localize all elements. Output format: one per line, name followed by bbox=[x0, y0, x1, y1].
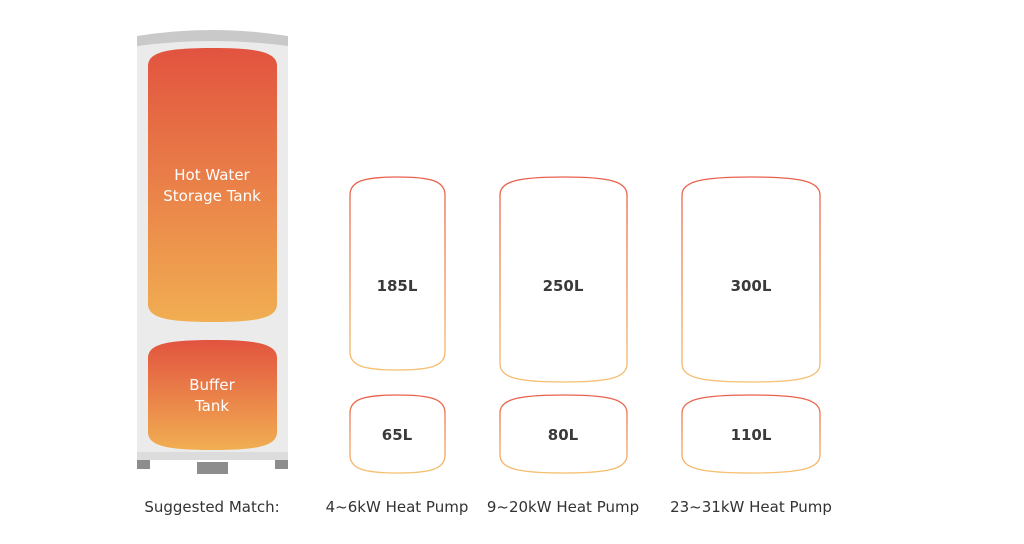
combined-tank-unit: Hot Water Storage Tank Buffer Tank bbox=[137, 30, 288, 474]
storage-tank-label-1: Hot Water bbox=[174, 166, 250, 184]
buffer-tank-outline bbox=[499, 394, 628, 474]
suggested-match-label: Suggested Match: bbox=[144, 498, 279, 516]
unit-foot-right bbox=[275, 458, 288, 469]
buffer-tank-outline bbox=[681, 394, 821, 474]
buffer-tank bbox=[148, 340, 277, 450]
buffer-tank-label-2: Tank bbox=[194, 397, 229, 415]
storage-tank-outline bbox=[349, 176, 446, 371]
storage-volume: 185L bbox=[377, 277, 418, 295]
storage-tank-label-2: Storage Tank bbox=[163, 187, 261, 205]
option-1: 185L 65L 4~6kW Heat Pump bbox=[326, 176, 469, 516]
buffer-volume: 110L bbox=[731, 426, 772, 444]
hot-water-storage-tank bbox=[148, 48, 277, 322]
unit-bottom-band bbox=[137, 452, 288, 460]
storage-tank-outline bbox=[681, 176, 821, 383]
buffer-tank-outline bbox=[349, 394, 446, 474]
buffer-tank-label-1: Buffer bbox=[189, 376, 235, 394]
heat-pump-label: 23~31kW Heat Pump bbox=[670, 498, 832, 516]
storage-tank-outline bbox=[499, 176, 628, 383]
buffer-volume: 80L bbox=[548, 426, 579, 444]
buffer-volume: 65L bbox=[382, 426, 413, 444]
unit-top-cap bbox=[137, 30, 288, 46]
storage-volume: 250L bbox=[543, 277, 584, 295]
option-3: 300L 110L 23~31kW Heat Pump bbox=[670, 176, 832, 516]
unit-foot-left bbox=[137, 458, 150, 469]
storage-volume: 300L bbox=[731, 277, 772, 295]
unit-foot-center bbox=[197, 462, 228, 474]
heat-pump-label: 4~6kW Heat Pump bbox=[326, 498, 469, 516]
option-2: 250L 80L 9~20kW Heat Pump bbox=[487, 176, 639, 516]
heat-pump-label: 9~20kW Heat Pump bbox=[487, 498, 639, 516]
